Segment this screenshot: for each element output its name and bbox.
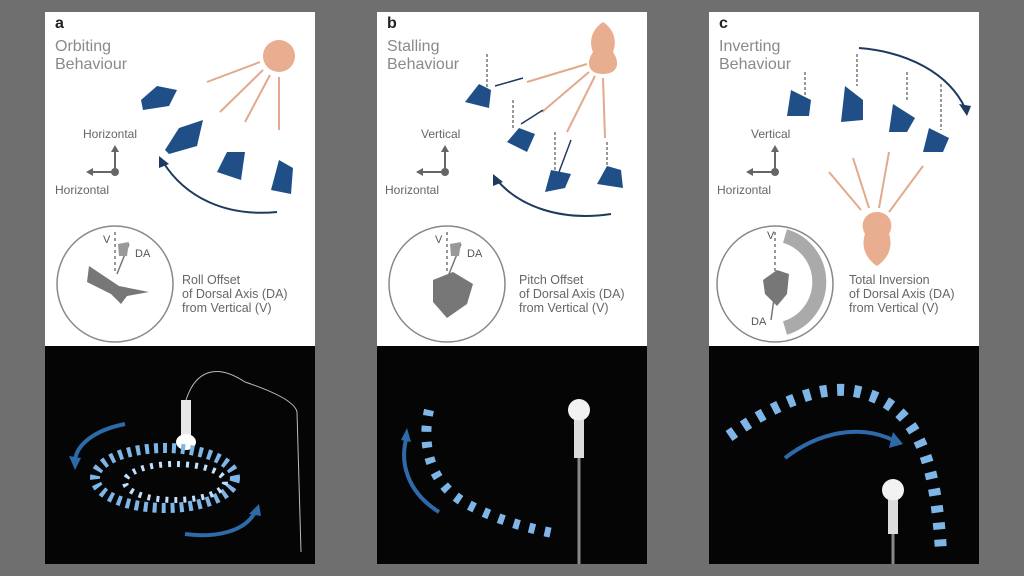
axis-label-left: Horizontal [55, 183, 110, 197]
photo-background [709, 346, 979, 564]
photo-background [45, 346, 315, 564]
panel-b-diagram [377, 22, 647, 564]
moth-body-icon [433, 272, 473, 318]
v-label: V [767, 230, 775, 242]
moth-icon [923, 128, 949, 152]
panel-letter: b [387, 15, 397, 32]
panel-letter: c [719, 15, 728, 32]
inversion-arc [782, 229, 827, 335]
moth-icon [597, 166, 623, 188]
panel-c-diagram [709, 47, 979, 564]
light-bulb-icon [862, 212, 892, 266]
axis-widget [416, 145, 449, 176]
moth-silhouettes [465, 84, 623, 192]
orientation-circle [716, 225, 834, 343]
moth-icon [507, 128, 535, 152]
moth-icon [889, 104, 915, 132]
moth-icon [841, 86, 863, 122]
v-label: V [435, 234, 443, 246]
moth-icon [217, 152, 245, 180]
moth-silhouettes [141, 86, 293, 194]
moth-body-icon [763, 270, 789, 306]
orientation-circle [56, 225, 174, 343]
axis-label-top: Horizontal [83, 127, 138, 141]
axis-widget [746, 145, 779, 176]
light-bulb-icon [588, 22, 618, 74]
axis-label-left: Horizontal [385, 183, 440, 197]
moth-silhouettes [787, 86, 949, 152]
moth-icon [465, 84, 491, 108]
axis-widget [86, 145, 119, 176]
moth-icon [141, 86, 177, 110]
da-label: DA [135, 248, 151, 260]
da-label: DA [751, 316, 767, 328]
moth-icon [165, 120, 203, 154]
moth-body-icon [87, 266, 149, 304]
photo-background [377, 346, 647, 564]
stall-arrow [496, 179, 612, 217]
orbit-arrow [162, 161, 278, 214]
panel-a-diagram [45, 40, 315, 564]
axis-label-left: Horizontal [717, 183, 772, 197]
da-label: DA [467, 248, 483, 260]
orientation-circle [388, 225, 506, 343]
light-source-icon [263, 40, 295, 72]
axis-label-top: Vertical [421, 127, 461, 141]
v-label: V [103, 234, 111, 246]
moth-icon [545, 170, 571, 192]
moth-icon [271, 160, 293, 194]
invert-arrow [858, 47, 966, 109]
panel-letter: a [55, 15, 64, 32]
moth-icon [787, 90, 811, 116]
axis-label-top: Vertical [751, 127, 791, 141]
